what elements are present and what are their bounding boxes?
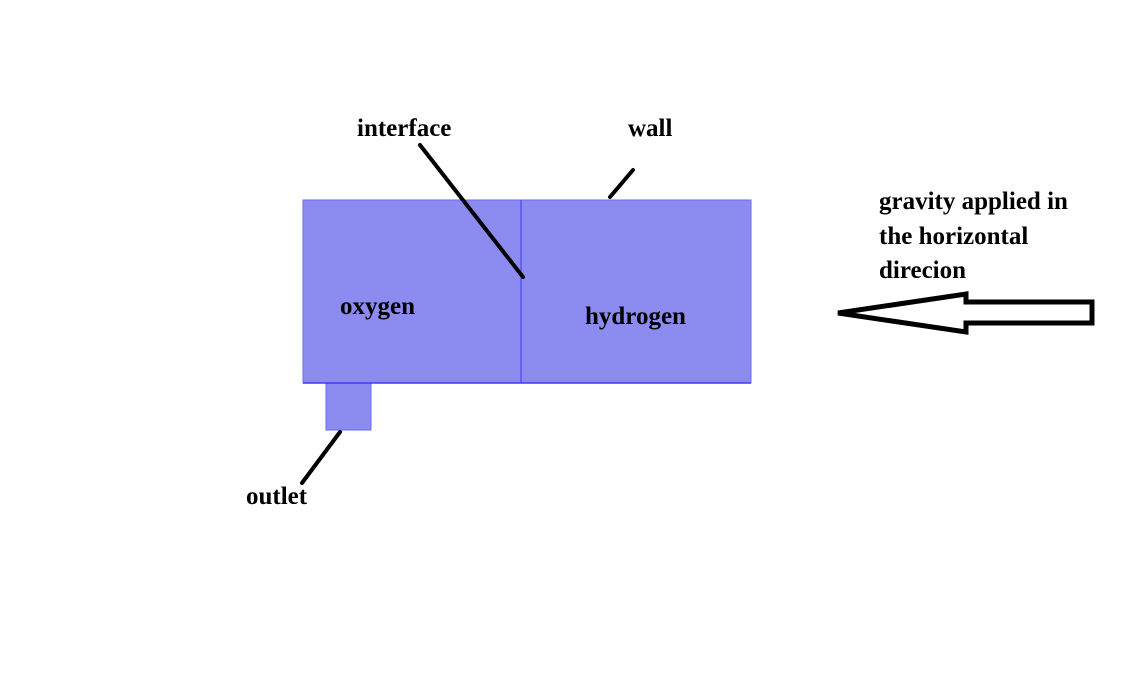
gravity-label-line-3: direcion bbox=[879, 257, 966, 284]
oxygen-label: oxygen bbox=[340, 293, 415, 320]
outlet-label: outlet bbox=[246, 483, 308, 510]
oxygen-region bbox=[302, 199, 522, 384]
outlet-region bbox=[325, 382, 372, 431]
gravity-label-line-2: the horizontal bbox=[879, 223, 1028, 250]
wall-leader bbox=[608, 168, 635, 199]
hydrogen-region bbox=[520, 199, 752, 384]
interface-leader bbox=[418, 143, 525, 279]
hydrogen-label: hydrogen bbox=[585, 303, 686, 330]
leader-lines bbox=[300, 143, 635, 485]
outlet-leader bbox=[300, 430, 342, 485]
gravity-arrow-icon bbox=[837, 291, 1095, 335]
gravity-label-line-1: gravity applied in bbox=[879, 188, 1068, 215]
interface-label: interface bbox=[357, 115, 451, 142]
wall-label: wall bbox=[628, 115, 673, 142]
